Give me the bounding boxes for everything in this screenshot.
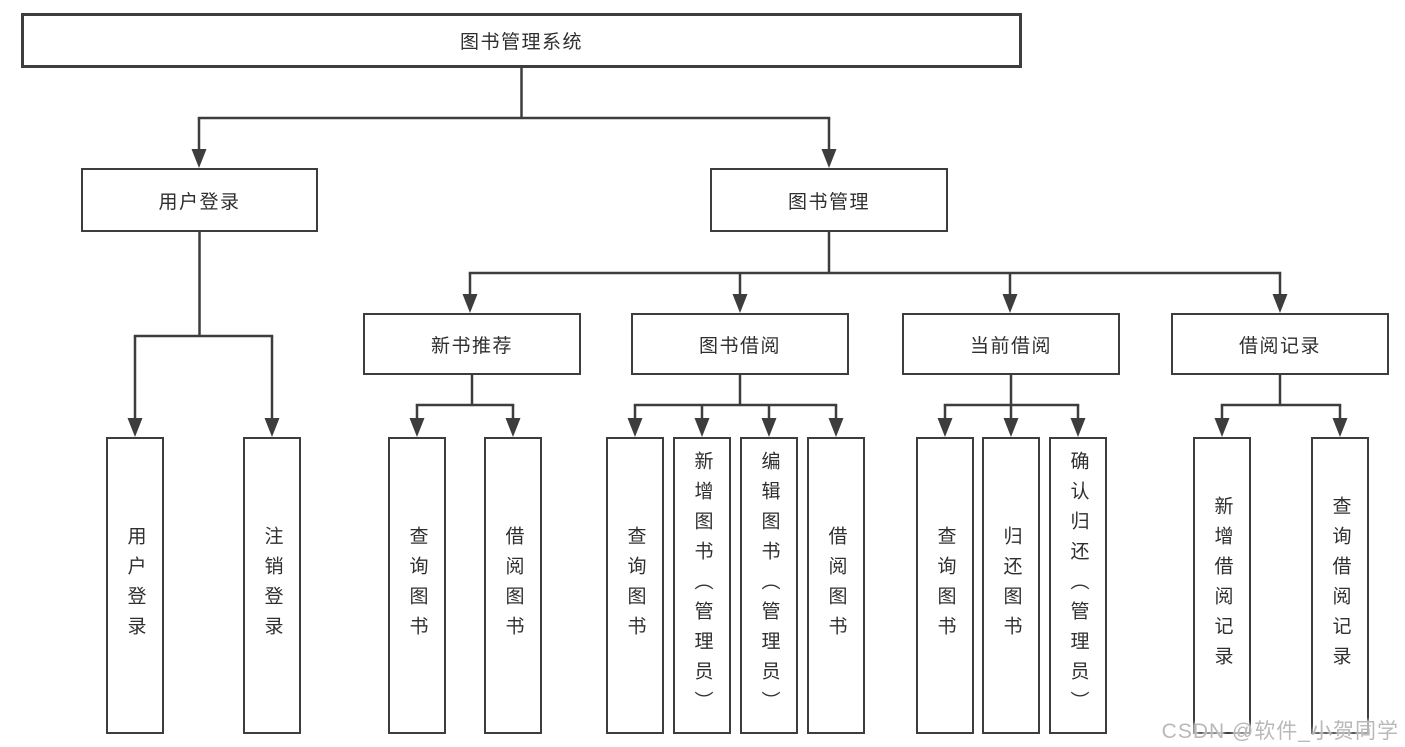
- node-user-login: 用户登录: [81, 168, 318, 232]
- leaf-current-query-books: 查询图书: [916, 437, 974, 734]
- node-new-book-recommend-label: 新书推荐: [430, 335, 513, 357]
- leaf-user-login-label: 用户登录: [124, 525, 146, 646]
- leaf-borrow-add-books-admin: 新增图书（管理员）: [673, 437, 731, 734]
- node-root-system-label: 图书管理系统: [459, 32, 583, 53]
- connector-user-login-to-leaves: [127, 232, 280, 437]
- connector-current-borrow-to-leaves: [937, 375, 1086, 437]
- leaf-records-add-record-label: 新增借阅记录: [1211, 495, 1233, 676]
- leaf-current-confirm-return-admin-label: 确认归还（管理员）: [1067, 450, 1089, 721]
- node-book-management-label: 图书管理: [787, 191, 870, 213]
- connector-book-borrow-to-leaves: [627, 375, 844, 437]
- leaf-current-return-books: 归还图书: [982, 437, 1040, 734]
- leaf-borrow-edit-books-admin-label: 编辑图书（管理员）: [758, 450, 780, 721]
- node-root-system: 图书管理系统: [21, 13, 1022, 68]
- leaf-borrow-query-books-label: 查询图书: [624, 525, 646, 646]
- node-book-borrow: 图书借阅: [631, 313, 849, 375]
- leaf-borrow-borrow-books: 借阅图书: [807, 437, 865, 734]
- node-new-book-recommend: 新书推荐: [363, 313, 581, 375]
- node-borrow-records: 借阅记录: [1171, 313, 1389, 375]
- leaf-current-return-books-label: 归还图书: [1000, 525, 1022, 646]
- connector-new-book-recommend-to-leaves: [409, 375, 521, 437]
- node-book-management: 图书管理: [710, 168, 948, 232]
- leaf-borrow-edit-books-admin: 编辑图书（管理员）: [740, 437, 798, 734]
- connector-borrow-records-to-leaves: [1214, 375, 1348, 437]
- leaf-records-add-record: 新增借阅记录: [1193, 437, 1251, 734]
- leaf-current-query-books-label: 查询图书: [934, 525, 956, 646]
- leaf-logout-login-label: 注销登录: [261, 525, 283, 646]
- connector-book-management-to-level2: [462, 232, 1288, 313]
- node-current-borrow-label: 当前借阅: [969, 335, 1052, 357]
- node-user-login-label: 用户登录: [158, 191, 241, 213]
- leaf-borrow-borrow-books-label: 借阅图书: [825, 525, 847, 646]
- leaf-user-login: 用户登录: [106, 437, 164, 734]
- csdn-watermark: CSDN @软件_小贺同学: [1161, 720, 1399, 743]
- leaf-recommend-borrow-books-label: 借阅图书: [502, 525, 524, 646]
- node-borrow-records-label: 借阅记录: [1238, 335, 1321, 357]
- node-book-borrow-label: 图书借阅: [698, 335, 781, 357]
- node-current-borrow: 当前借阅: [902, 313, 1120, 375]
- leaf-borrow-add-books-admin-label: 新增图书（管理员）: [691, 450, 713, 721]
- leaf-records-query-record-label: 查询借阅记录: [1329, 495, 1351, 676]
- leaf-recommend-query-books: 查询图书: [388, 437, 446, 734]
- leaf-recommend-borrow-books: 借阅图书: [484, 437, 542, 734]
- leaf-borrow-query-books: 查询图书: [606, 437, 664, 734]
- leaf-current-confirm-return-admin: 确认归还（管理员）: [1049, 437, 1107, 734]
- leaf-recommend-query-books-label: 查询图书: [406, 525, 428, 646]
- connector-root-to-level1: [191, 68, 837, 168]
- leaf-records-query-record: 查询借阅记录: [1311, 437, 1369, 734]
- leaf-logout-login: 注销登录: [243, 437, 301, 734]
